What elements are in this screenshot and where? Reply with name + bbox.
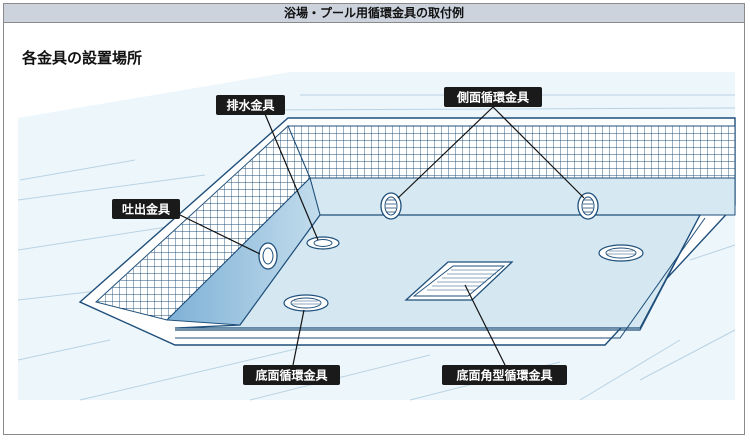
page-title: 浴場・プール用循環金具の取付例 xyxy=(4,4,744,23)
label-square-text: 底面角型循環金具 xyxy=(456,368,552,383)
label-side: 側面循環金具 xyxy=(444,87,542,107)
label-drain-text: 排水金具 xyxy=(226,98,274,113)
drain-fitting xyxy=(306,236,340,250)
label-outlet-text: 吐出金具 xyxy=(122,202,170,217)
label-square: 底面角型循環金具 xyxy=(442,365,567,385)
label-side-text: 側面循環金具 xyxy=(456,90,529,105)
subtitle: 各金具の設置場所 xyxy=(22,49,143,67)
pool-back-wall xyxy=(309,177,736,216)
side-fitting-left xyxy=(380,192,402,220)
bottom-fitting-left xyxy=(283,294,329,312)
outlet-fitting xyxy=(258,242,278,270)
label-drain: 排水金具 xyxy=(216,95,285,115)
side-fitting-right xyxy=(577,192,599,220)
leader-lines xyxy=(179,106,585,366)
label-bottom-text: 底面循環金具 xyxy=(255,368,327,383)
tile-wall-back xyxy=(287,125,736,179)
label-outlet: 吐出金具 xyxy=(112,199,180,219)
bottom-fitting-right xyxy=(598,244,644,262)
label-bottom: 底面循環金具 xyxy=(243,365,340,385)
